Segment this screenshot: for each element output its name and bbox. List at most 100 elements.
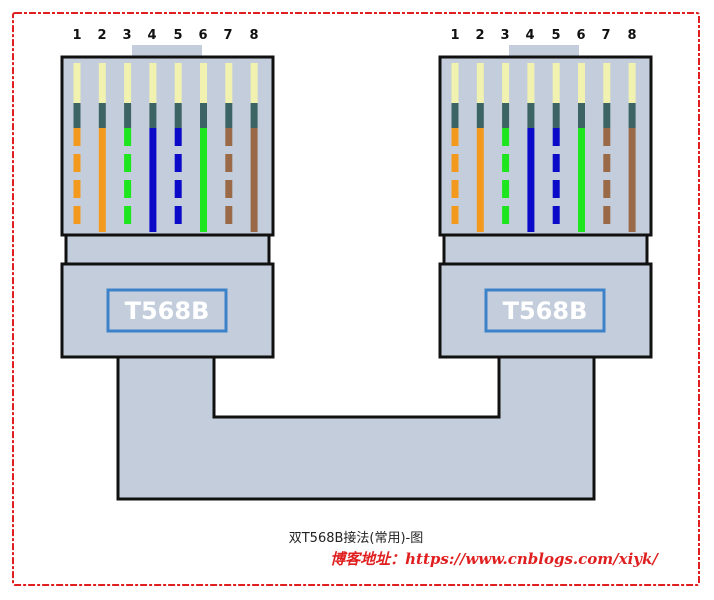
left-wire-5-band xyxy=(174,103,182,128)
right-plug-neck xyxy=(442,233,649,266)
diagram-caption: 双T568B接法(常用)-图 xyxy=(289,530,424,546)
left-plug-latch xyxy=(132,45,202,57)
right-wire-3-stripe xyxy=(502,206,510,224)
right-wire-8-solid xyxy=(628,128,636,232)
left-wire-4-solid xyxy=(149,128,157,232)
left-plug-label: T568B xyxy=(125,297,210,325)
right-plug-wires xyxy=(451,63,636,232)
left-wire-4-contact xyxy=(149,63,157,103)
left-wire-3 xyxy=(124,63,132,224)
right-wire-7-stripe xyxy=(603,180,611,198)
right-wire-6-band xyxy=(578,103,585,128)
left-wire-2 xyxy=(98,63,106,232)
right-wire-7-band xyxy=(603,103,611,128)
left-wire-5-stripe xyxy=(174,206,182,224)
right-pin-5: 5 xyxy=(551,28,560,43)
right-wire-3-stripe xyxy=(502,128,510,146)
left-plug-tag xyxy=(106,288,228,333)
left-wire-5 xyxy=(174,63,182,224)
right-wire-2-contact xyxy=(476,63,484,103)
right-wire-8-contact xyxy=(628,63,636,103)
right-wire-3-stripe xyxy=(502,180,510,198)
left-wire-1-stripe xyxy=(73,154,81,172)
right-pin-4: 4 xyxy=(525,28,534,43)
left-wire-7 xyxy=(225,63,233,224)
right-wire-6-solid xyxy=(578,128,585,232)
left-wire-7-band xyxy=(225,103,233,128)
right-wire-1 xyxy=(451,63,459,224)
left-wire-2-contact xyxy=(98,63,106,103)
left-wire-5-stripe xyxy=(174,180,182,198)
right-wire-5-stripe xyxy=(552,128,560,146)
left-wire-1-stripe xyxy=(73,206,81,224)
left-wire-6 xyxy=(200,63,207,232)
right-wire-1-contact xyxy=(451,63,459,103)
right-wire-5-stripe xyxy=(552,206,560,224)
left-pin-4: 4 xyxy=(147,28,156,43)
right-wire-2-band xyxy=(476,103,484,128)
left-pin-numbers: 1 2 3 4 5 6 7 8 xyxy=(72,28,258,43)
right-wire-5 xyxy=(552,63,560,224)
right-wire-7-stripe xyxy=(603,128,611,146)
right-pin-3: 3 xyxy=(500,28,509,43)
left-pin-7: 7 xyxy=(223,28,232,43)
left-wire-2-band xyxy=(98,103,106,128)
left-wire-1-contact xyxy=(73,63,81,103)
left-pin-8: 8 xyxy=(249,28,258,43)
right-wire-5-stripe xyxy=(552,154,560,172)
left-plug: T568B 1 2 3 4 5 6 7 8 xyxy=(60,28,275,359)
left-wire-3-band xyxy=(124,103,132,128)
right-pin-8: 8 xyxy=(627,28,636,43)
right-wire-3-stripe xyxy=(502,154,510,172)
right-wire-8 xyxy=(628,63,636,232)
right-wire-7-stripe xyxy=(603,206,611,224)
left-wire-1 xyxy=(73,63,81,224)
left-wire-2-solid xyxy=(98,128,106,232)
right-pin-6: 6 xyxy=(576,28,585,43)
right-pin-numbers: 1 2 3 4 5 6 7 8 xyxy=(450,28,636,43)
left-plug-head xyxy=(60,55,275,237)
right-wire-2-solid xyxy=(476,128,484,232)
left-wire-1-band xyxy=(73,103,81,128)
left-pin-6: 6 xyxy=(198,28,207,43)
left-wire-8-contact xyxy=(250,63,258,103)
right-plug: T568B 1 2 3 4 5 6 7 8 xyxy=(438,28,653,359)
left-wire-6-band xyxy=(200,103,207,128)
left-pin-1: 1 xyxy=(72,28,81,43)
right-wire-3 xyxy=(502,63,510,224)
left-wire-8 xyxy=(250,63,258,232)
left-pin-3: 3 xyxy=(122,28,131,43)
left-wire-5-stripe xyxy=(174,128,182,146)
left-wire-6-contact xyxy=(200,63,207,103)
left-wire-4-band xyxy=(149,103,157,128)
right-wire-8-band xyxy=(628,103,636,128)
right-wire-7-stripe xyxy=(603,154,611,172)
left-wire-7-stripe xyxy=(225,206,233,224)
left-wire-3-stripe xyxy=(124,154,132,172)
left-wire-5-contact xyxy=(174,63,182,103)
right-wire-7-contact xyxy=(603,63,611,103)
right-pin-1: 1 xyxy=(450,28,459,43)
left-wire-7-stripe xyxy=(225,128,233,146)
right-wire-4 xyxy=(527,63,535,232)
right-wire-5-band xyxy=(552,103,560,128)
right-wire-1-stripe xyxy=(451,154,459,172)
left-wire-7-contact xyxy=(225,63,233,103)
right-wire-3-band xyxy=(502,103,510,128)
right-wire-1-stripe xyxy=(451,206,459,224)
left-wire-6-solid xyxy=(200,128,207,232)
left-wire-3-contact xyxy=(124,63,132,103)
right-plug-latch xyxy=(509,45,579,57)
right-wire-4-contact xyxy=(527,63,535,103)
right-plug-head xyxy=(438,55,653,237)
left-pin-5: 5 xyxy=(173,28,182,43)
right-wire-5-stripe xyxy=(552,180,560,198)
right-wire-7 xyxy=(603,63,611,224)
left-wire-8-band xyxy=(250,103,258,128)
left-pin-2: 2 xyxy=(97,28,106,43)
right-wire-6 xyxy=(578,63,585,232)
right-wire-1-stripe xyxy=(451,180,459,198)
right-plug-body xyxy=(438,262,653,359)
left-plug-wires xyxy=(73,63,258,232)
